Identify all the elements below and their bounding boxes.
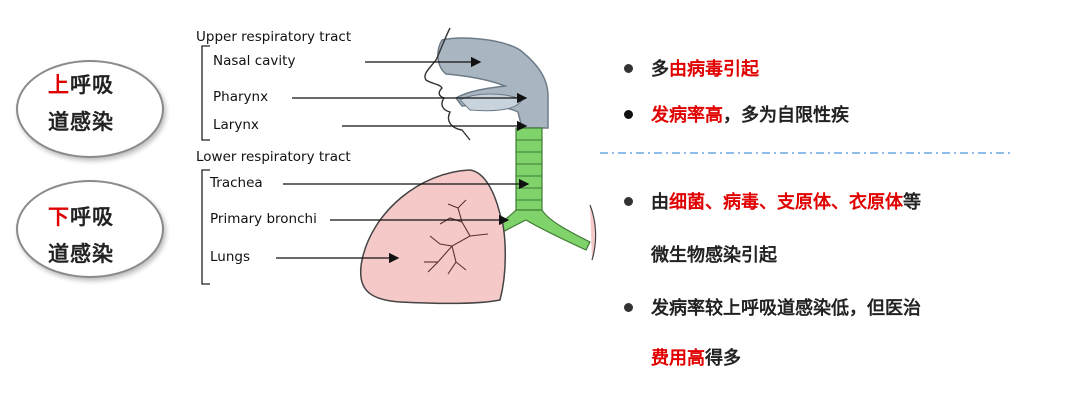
lower-tract-oval-line2: 道感染	[48, 242, 114, 266]
bullet-dot	[624, 302, 633, 312]
lower-tract-heading: Lower respiratory tract	[196, 149, 351, 165]
upper-tract-oval-rest: 呼吸	[70, 73, 114, 97]
lower-bullet-2-line-2: 费用高得多	[651, 347, 741, 371]
lower-bullet-2-line-1-text: 发病率较上呼吸道感染低，但医治	[651, 298, 921, 319]
lower-bullet-2-seg-1: 得多	[705, 348, 741, 369]
upper-bullet-1-seg-0: 多	[651, 59, 669, 80]
label-lungs: Lungs	[210, 249, 250, 265]
lower-bullet-1-seg-1: 细菌、病毒、支原体、衣原体	[669, 192, 903, 213]
lower-bullet-2-seg-0: 费用高	[651, 348, 705, 369]
lower-bullet-1-line-2: 微生物感染引起	[651, 244, 777, 268]
label-pharynx: Pharynx	[213, 89, 269, 105]
upper-tract-oval-line1: 上呼吸	[48, 70, 114, 100]
upper-tract-oval-accent: 上	[48, 73, 70, 97]
upper-tract-oval	[16, 60, 164, 158]
label-primary-bronchi: Primary bronchi	[210, 211, 317, 227]
lower-bullet-1-line-1: 由细菌、病毒、支原体、衣原体等	[624, 191, 921, 215]
upper-bullet-2-seg-1: ，多为自限性疾	[723, 105, 849, 126]
bullet-dot	[624, 196, 633, 206]
lower-tract-oval-rest: 呼吸	[70, 205, 114, 229]
right-lung-edge-shape	[589, 204, 597, 261]
label-nasal-cavity: Nasal cavity	[213, 53, 296, 69]
upper-bullet-1: 多由病毒引起	[624, 58, 759, 82]
bullet-dot	[624, 63, 633, 73]
lung-shape	[359, 169, 506, 305]
upper-bullet-2-seg-0: 发病率高	[651, 105, 723, 126]
upper-tract-heading: Upper respiratory tract	[196, 29, 352, 45]
bullet-dot	[624, 109, 633, 119]
lower-bullet-1-seg-2: 等	[903, 192, 921, 213]
head-airway-shape	[437, 37, 549, 129]
lower-bullet-1-line-2-text: 微生物感染引起	[651, 245, 777, 266]
lower-bullet-1-seg-0: 由	[651, 192, 669, 213]
face-profile-outline	[424, 27, 471, 141]
label-trachea: Trachea	[210, 175, 263, 191]
upper-bullet-1-seg-1: 由病毒引起	[669, 59, 759, 80]
label-larynx: Larynx	[213, 117, 259, 133]
lower-tract-oval-accent: 下	[48, 205, 70, 229]
lower-tract-oval-line1: 下呼吸	[48, 202, 114, 232]
lower-bracket	[201, 169, 210, 285]
lower-tract-oval	[16, 180, 164, 278]
bronchial-tree	[424, 199, 489, 275]
upper-bracket	[201, 45, 210, 141]
upper-bullet-2: 发病率高，多为自限性疾	[624, 104, 849, 128]
lower-bullet-2-line-1: 发病率较上呼吸道感染低，但医治	[624, 297, 921, 321]
upper-tract-oval-line2: 道感染	[48, 110, 114, 134]
trachea-shape	[515, 127, 543, 219]
